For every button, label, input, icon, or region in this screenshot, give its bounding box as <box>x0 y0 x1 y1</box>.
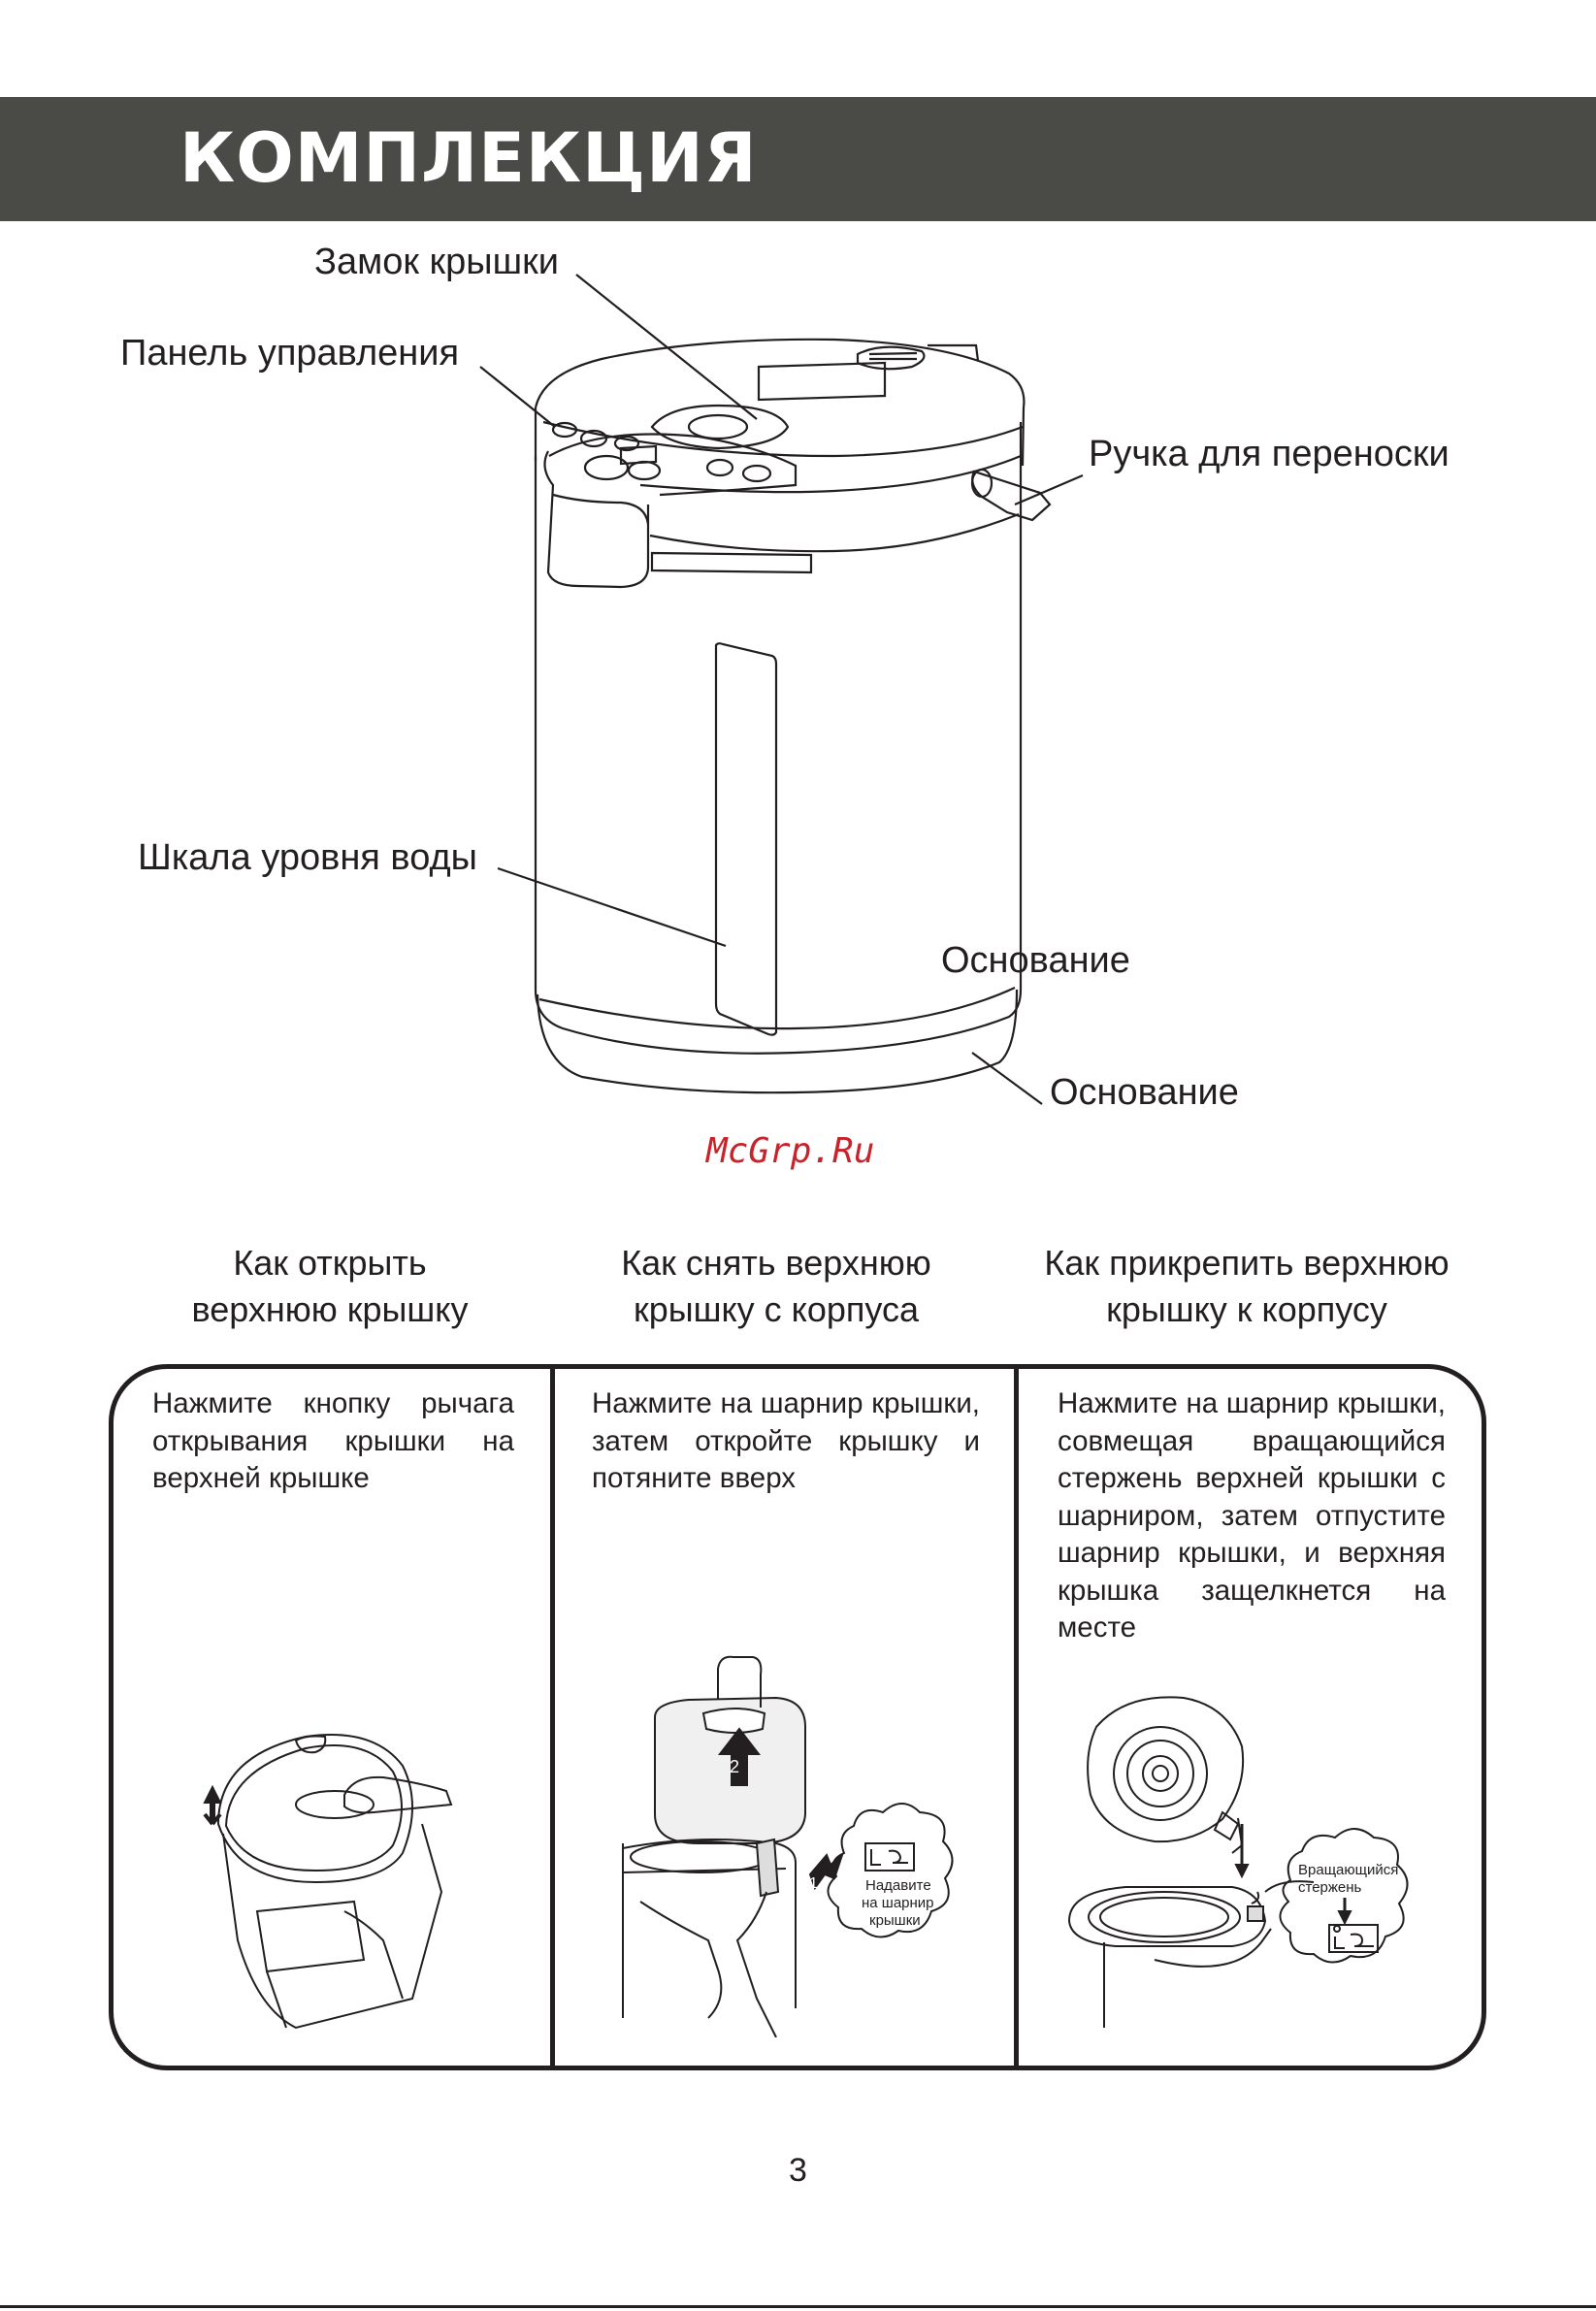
column-divider <box>1014 1366 1019 2068</box>
column-heading-remove-lid: Как снять верхнюю крышку с корпуса <box>621 1243 931 1329</box>
attach-lid-callout-line2: стержень <box>1298 1879 1362 1896</box>
page-number: 3 <box>789 2152 807 2189</box>
bottom-rule <box>0 2305 1596 2308</box>
header-bar <box>0 97 1596 221</box>
remove-lid-callout-line2: на шарнир <box>862 1895 934 1911</box>
label-base-upper: Основание <box>941 940 1130 981</box>
page-title: КОМПЛЕКЦИЯ <box>179 118 758 198</box>
illustration-remove-lid: 2 1 Надавите на шарнир крышки <box>622 1655 954 2037</box>
instructions-box <box>109 1364 1486 2070</box>
column-heading-open-lid: Как открыть верхнюю крышку <box>191 1243 469 1329</box>
step-text-open-lid: Нажмите кнопку рычага открывания крышки … <box>152 1387 514 1494</box>
watermark: McGrp.Ru <box>706 1131 875 1171</box>
illustration-attach-lid: Вращающийся стержень <box>1067 1696 1409 2028</box>
column-heading-attach-lid: Как прикрепить верхнюю крышку к корпусу <box>1044 1243 1449 1329</box>
step-number-1: 1 <box>809 1875 818 1892</box>
step-text-attach-lid: Нажмите на шарнир крышки, совмещая враща… <box>1058 1387 1446 1644</box>
remove-lid-callout-line3: крышки <box>869 1912 921 1929</box>
step-text-remove-lid: Нажмите на шарнир крышки, затем откройте… <box>592 1387 980 1494</box>
label-water-gauge: Шкала уровня воды <box>138 837 477 878</box>
attach-lid-callout-line1: Вращающийся <box>1298 1862 1398 1878</box>
illustration-open-lid <box>203 1734 453 2030</box>
label-control-panel: Панель управления <box>120 333 460 374</box>
label-carry-handle: Ручка для переноски <box>1089 434 1449 474</box>
step-number-2: 2 <box>730 1757 739 1776</box>
remove-lid-callout-line1: Надавите <box>865 1877 931 1894</box>
label-lid-lock: Замок крышки <box>314 242 559 282</box>
label-base-lower: Основание <box>1050 1072 1239 1113</box>
column-divider <box>550 1366 555 2068</box>
thermopot-diagram <box>479 274 1084 1105</box>
